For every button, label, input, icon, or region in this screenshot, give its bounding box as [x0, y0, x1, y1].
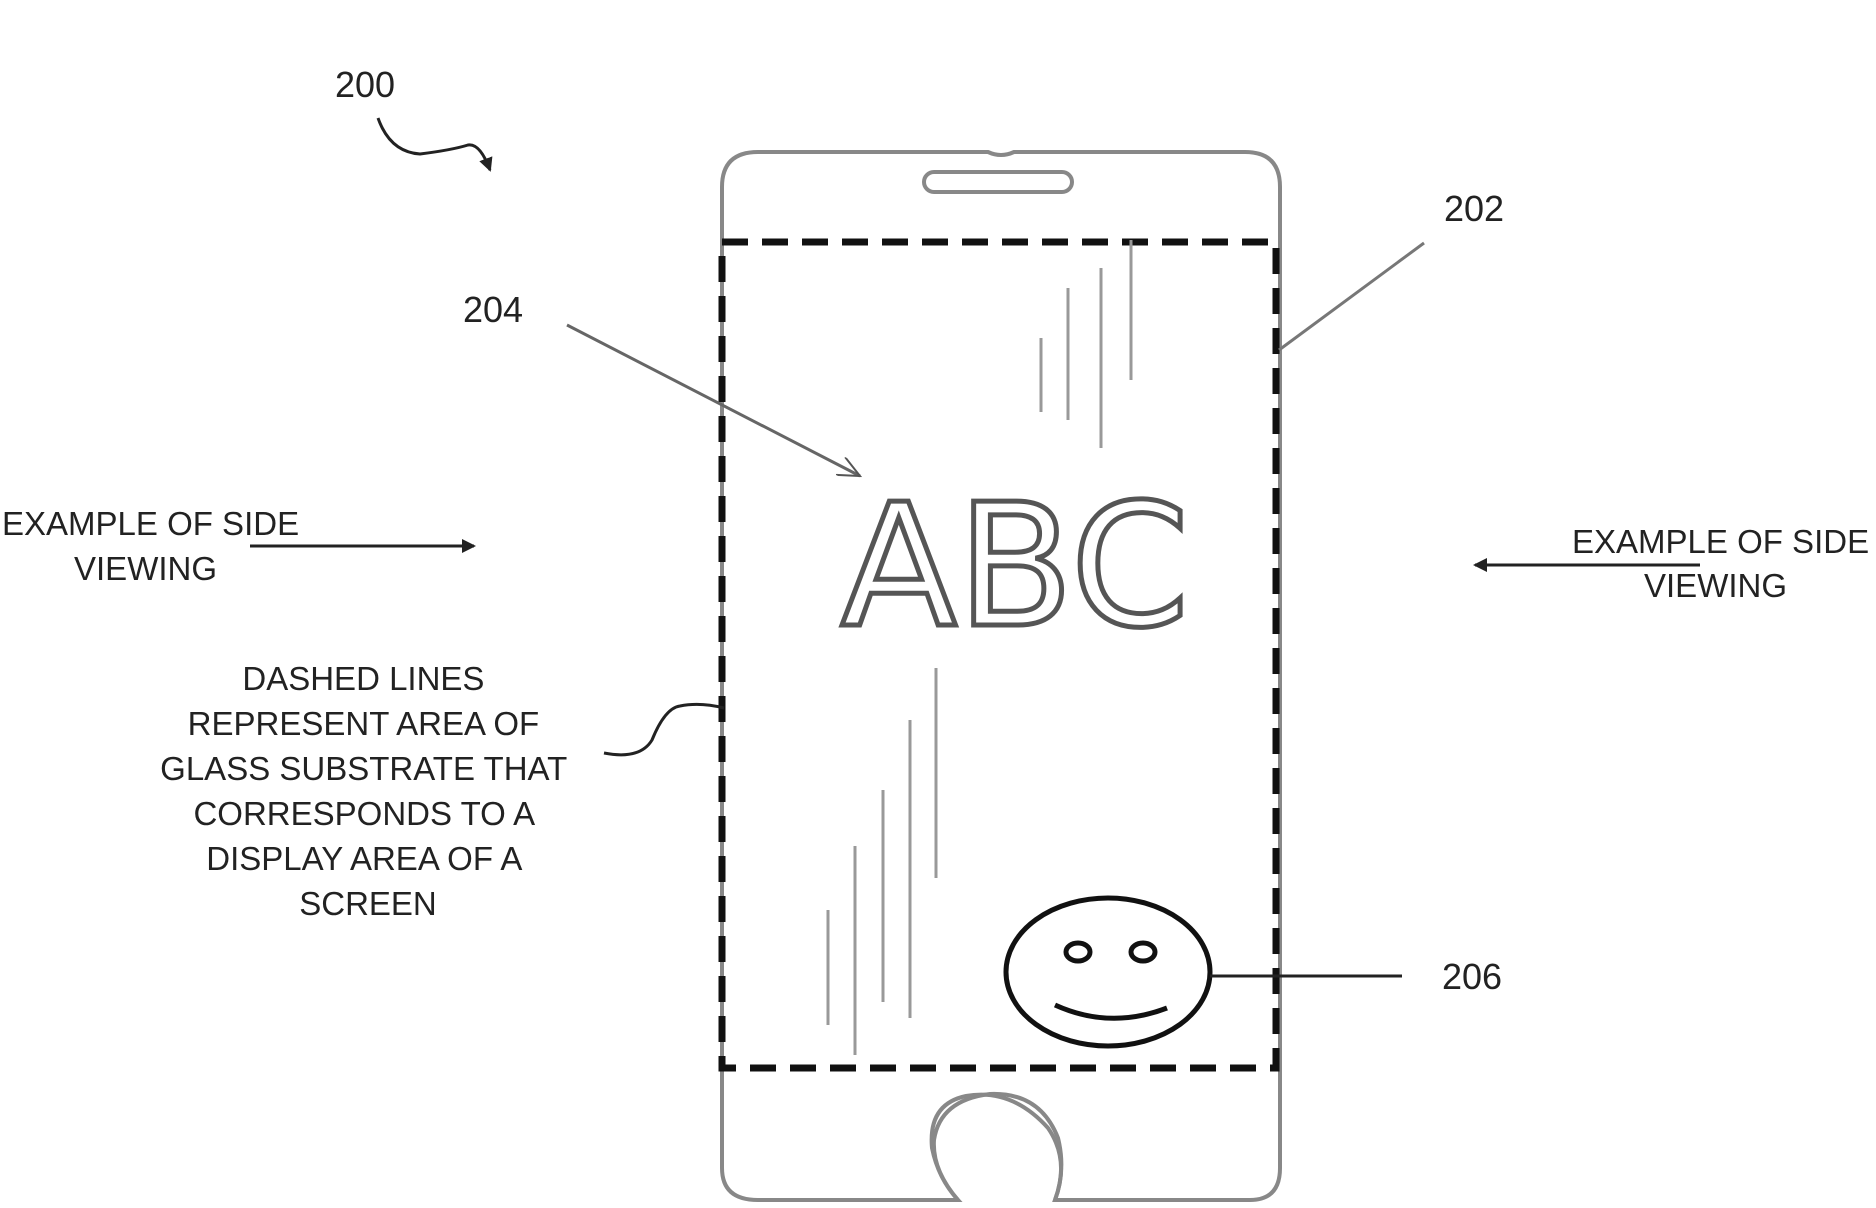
- arrow-204: [567, 325, 860, 476]
- screen-text-abc: ABC: [841, 468, 1190, 666]
- phone-body-outline: [722, 152, 1280, 1200]
- leader-line-202: [1279, 243, 1424, 350]
- home-button-outline: [934, 1094, 1062, 1200]
- glare-lines-bottom: [828, 668, 936, 1055]
- ref-arrow-200: [378, 118, 490, 170]
- speaker-slot: [924, 172, 1072, 192]
- ref-label-204: 204: [463, 289, 523, 330]
- ref-label-200: 200: [335, 64, 395, 105]
- leader-line-dashed-note: [604, 704, 724, 754]
- ref-label-202: 202: [1444, 188, 1504, 229]
- caption-dashed-lines-note: DASHED LINES REPRESENT AREA OF GLASS SUB…: [160, 660, 576, 922]
- glare-lines-top: [1041, 240, 1131, 448]
- ref-label-206: 206: [1442, 956, 1502, 997]
- smiley-face-icon: [1006, 898, 1210, 1046]
